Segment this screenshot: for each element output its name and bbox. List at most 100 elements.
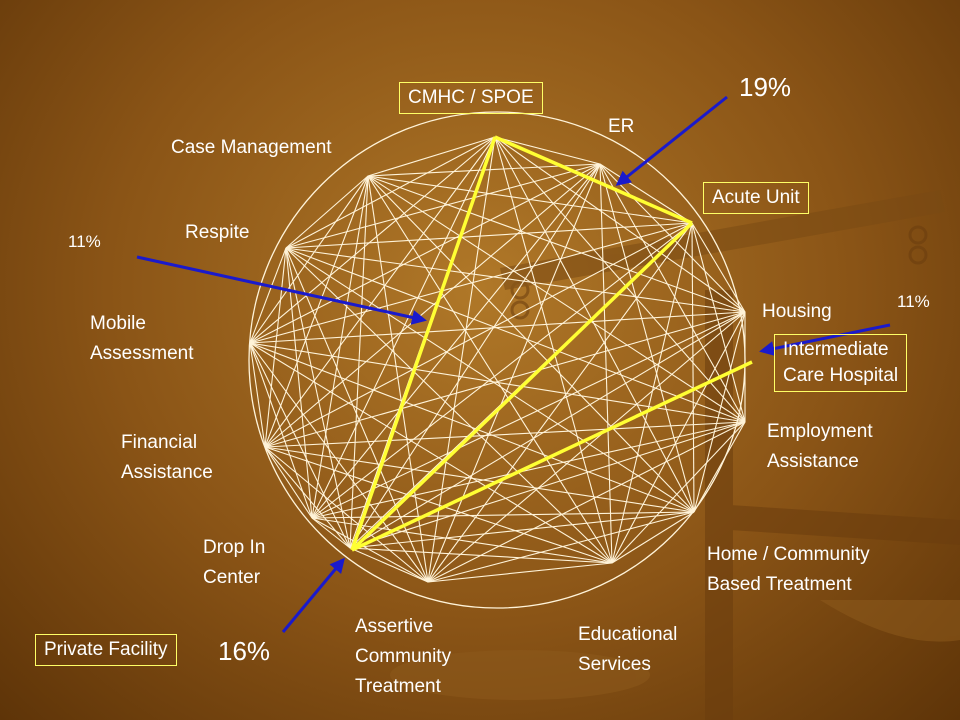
connection-line	[285, 163, 601, 249]
connection-line	[311, 421, 746, 519]
connection-line	[264, 222, 693, 448]
connection-line	[494, 136, 601, 165]
connection-line	[249, 247, 287, 344]
connection-line	[264, 247, 287, 448]
connection-line	[691, 222, 695, 513]
connection-line	[285, 136, 496, 249]
connection-line	[311, 517, 429, 583]
connection-line	[599, 163, 695, 513]
connection-line	[349, 421, 746, 549]
connection-line	[367, 175, 746, 313]
connection-line	[349, 163, 601, 549]
pointer-arrow	[615, 95, 728, 186]
connection-line	[249, 342, 351, 549]
connection-line	[249, 342, 429, 583]
connection-line	[599, 163, 693, 224]
connection-line	[427, 163, 601, 583]
node-employment-assistance: Employment Assistance	[767, 421, 873, 472]
connection-line	[264, 311, 746, 448]
pointer-arrow	[281, 557, 345, 633]
node-case-management: Case Management	[171, 137, 332, 158]
highlighted-paths	[350, 135, 753, 552]
connection-line	[693, 421, 746, 513]
node-financial-assistance: Financial Assistance	[121, 432, 213, 483]
node-acute-unit: Acute Unit	[703, 182, 809, 214]
connection-line	[611, 511, 695, 564]
connection-line	[311, 163, 601, 519]
percentage-respite: 11%	[68, 232, 101, 251]
node-intermediate-care-hospital: Intermediate Care Hospital	[774, 334, 908, 392]
connection-line	[349, 175, 369, 549]
connection-line	[367, 136, 496, 177]
connection-line	[285, 247, 746, 423]
connection-line	[427, 311, 746, 583]
connection-line	[311, 311, 746, 519]
connection-line	[285, 175, 369, 249]
connection-line	[367, 175, 695, 513]
connection-line	[494, 136, 613, 564]
connection-line	[349, 547, 613, 564]
connection-line	[249, 342, 313, 519]
connection-line	[264, 421, 746, 448]
highlighted-path-line	[350, 136, 497, 551]
node-educational-services: Educational Services	[578, 624, 678, 675]
connection-line	[285, 247, 313, 519]
connection-line	[599, 163, 613, 564]
node-respite: Respite	[185, 222, 250, 243]
connection-line	[611, 222, 693, 564]
connection-line	[264, 175, 369, 448]
connection-line	[311, 222, 693, 519]
connection-line	[427, 511, 695, 583]
connection-line	[311, 175, 369, 519]
connection-line	[349, 311, 746, 549]
connection-line	[264, 446, 351, 549]
connection-line	[367, 175, 613, 564]
connection-line	[264, 446, 429, 583]
highlighted-path-line	[351, 360, 753, 552]
connection-line	[264, 163, 601, 448]
node-private-facility: Private Facility	[35, 634, 177, 666]
connection-line	[427, 562, 613, 583]
node-drop-in-center: Drop In Center	[203, 537, 266, 588]
node-assertive-community-treatment: Assertive Community Treatment	[355, 616, 452, 697]
connection-line	[249, 342, 613, 564]
connection-line	[285, 247, 351, 549]
connection-web	[249, 136, 746, 583]
node-home-community-treatment: Home / Community Based Treatment	[707, 544, 870, 595]
connection-line	[249, 175, 369, 344]
connection-line	[427, 222, 693, 583]
connection-line	[249, 342, 266, 448]
node-mobile-assessment: Mobile Assessment	[90, 313, 194, 364]
highlighted-path-line	[350, 221, 694, 552]
pointer-arrow	[136, 255, 427, 325]
connection-line	[494, 136, 746, 313]
connection-line	[611, 311, 746, 564]
connection-line	[249, 311, 746, 344]
percentage-private: 16%	[218, 636, 271, 666]
connection-line	[367, 175, 746, 423]
connection-line	[427, 421, 746, 583]
connection-line	[285, 247, 746, 313]
connection-line	[285, 222, 693, 249]
connection-line	[285, 247, 695, 513]
connection-line	[264, 446, 613, 564]
connection-line	[367, 175, 693, 224]
node-housing: Housing	[762, 301, 832, 322]
connection-line	[264, 446, 313, 519]
pointer-arrow	[759, 323, 891, 356]
node-cmhc-spoe: CMHC / SPOE	[399, 82, 543, 114]
connection-line	[249, 222, 693, 344]
connection-line	[349, 547, 429, 583]
node-er: ER	[608, 116, 635, 137]
connection-line	[249, 163, 601, 344]
connection-line	[264, 446, 695, 513]
highlighted-path-line	[494, 135, 693, 225]
network-circle	[248, 111, 746, 609]
connection-line	[611, 421, 746, 564]
percentage-intermediate: 11%	[897, 292, 930, 311]
connection-line	[691, 222, 746, 423]
connection-line	[311, 517, 351, 549]
percentage-er: 19%	[739, 72, 792, 102]
connection-line	[599, 163, 746, 423]
